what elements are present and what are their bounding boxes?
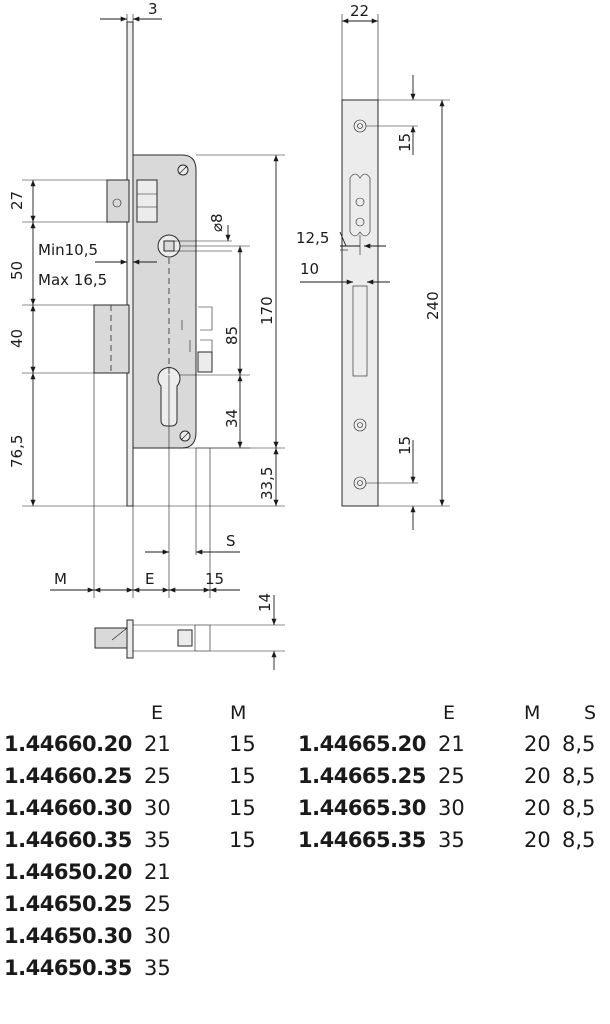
dim-27: 27 [8,191,26,210]
value-m: 20 [524,764,551,788]
value-e: 25 [144,764,171,788]
dim-E: E [145,570,154,588]
dim-22: 22 [350,2,369,20]
dim-3: 3 [148,0,158,18]
dim-170: 170 [258,296,276,325]
side-faceplate [341,99,379,507]
article-code: 1.44650.20 [4,860,132,884]
front-view-dimensions: 3 27 50 40 76,5 Min10,5 Max 16,5 ⌀8 85 3… [8,0,285,598]
dim-15-e: 15 [205,570,224,588]
value-m: 15 [229,732,256,756]
dim-50: 50 [8,261,26,280]
value-s: 8,5 [562,796,596,820]
faceplate-strip [126,21,134,507]
side-view-dimensions: 22 240 15 15 12,5 10 [296,2,450,530]
article-code: 1.44660.35 [4,828,132,852]
dim-14: 14 [256,593,274,612]
article-code: 1.44650.35 [4,956,132,980]
value-m: 15 [229,828,256,852]
dim-M: M [54,570,67,588]
article-code: 1.44665.25 [298,764,426,788]
value-e: 35 [438,828,465,852]
value-e: 21 [144,860,171,884]
value-s: 8,5 [562,828,596,852]
dim-34: 34 [223,409,241,428]
front-view [93,21,213,507]
article-code: 1.44650.30 [4,924,132,948]
article-code: 1.44660.20 [4,732,132,756]
value-e: 21 [144,732,171,756]
value-e: 35 [144,828,171,852]
dim-10: 10 [300,260,319,278]
latch-bolt [106,179,130,223]
dim-40: 40 [8,329,26,348]
article-code: 1.44665.20 [298,732,426,756]
latch-bolt-inner [136,179,158,223]
article-code: 1.44660.25 [4,764,132,788]
table-right-header-m: M [524,702,541,724]
dim-15-bottom: 15 [396,436,414,455]
bottom-view: 14 [94,593,285,670]
table-left-header-e: E [151,702,164,724]
dim-min: Min10,5 [38,241,98,259]
dim-max: Max 16,5 [38,271,107,289]
value-e: 25 [438,764,465,788]
dim-33-5: 33,5 [258,467,276,500]
table-left: 1.44660.20 21 15 1.44660.25 25 15 1.4466… [4,730,294,990]
dim-85: 85 [223,326,241,345]
value-e: 21 [438,732,465,756]
article-code: 1.44665.35 [298,828,426,852]
dim-12-5: 12,5 [296,229,329,247]
article-code: 1.44650.25 [4,892,132,916]
bottom-latch [94,627,128,649]
lock-technical-drawing: 3 27 50 40 76,5 Min10,5 Max 16,5 ⌀8 85 3… [8,0,450,670]
value-e: 30 [144,796,171,820]
value-m: 20 [524,828,551,852]
value-m: 20 [524,796,551,820]
article-code: 1.44660.30 [4,796,132,820]
dead-bolt [93,304,130,374]
value-e: 25 [144,892,171,916]
value-m: 20 [524,732,551,756]
latch-slot [349,173,371,237]
side-view [341,99,379,507]
follower-square [163,240,175,252]
value-e: 30 [438,796,465,820]
value-s: 8,5 [562,732,596,756]
dim-76-5: 76,5 [8,435,26,468]
value-e: 30 [144,924,171,948]
bottom-faceplate [126,619,134,659]
article-code: 1.44665.30 [298,796,426,820]
table-left-header-m: M [230,702,247,724]
dim-15-top: 15 [396,133,414,152]
deadbolt-slot [352,285,368,377]
table-right-header-s: S [584,702,597,724]
dim-S: S [226,532,236,550]
value-m: 15 [229,796,256,820]
dim-240: 240 [424,291,442,320]
side-screw-middle [353,418,367,432]
value-e: 35 [144,956,171,980]
table-right: 1.44665.20 21 20 8,5 1.44665.25 25 20 8,… [298,730,606,860]
dim-diameter-8: ⌀8 [208,213,226,232]
table-right-header-e: E [443,702,456,724]
latch-pin [112,198,122,208]
value-s: 8,5 [562,764,596,788]
value-m: 15 [229,764,256,788]
